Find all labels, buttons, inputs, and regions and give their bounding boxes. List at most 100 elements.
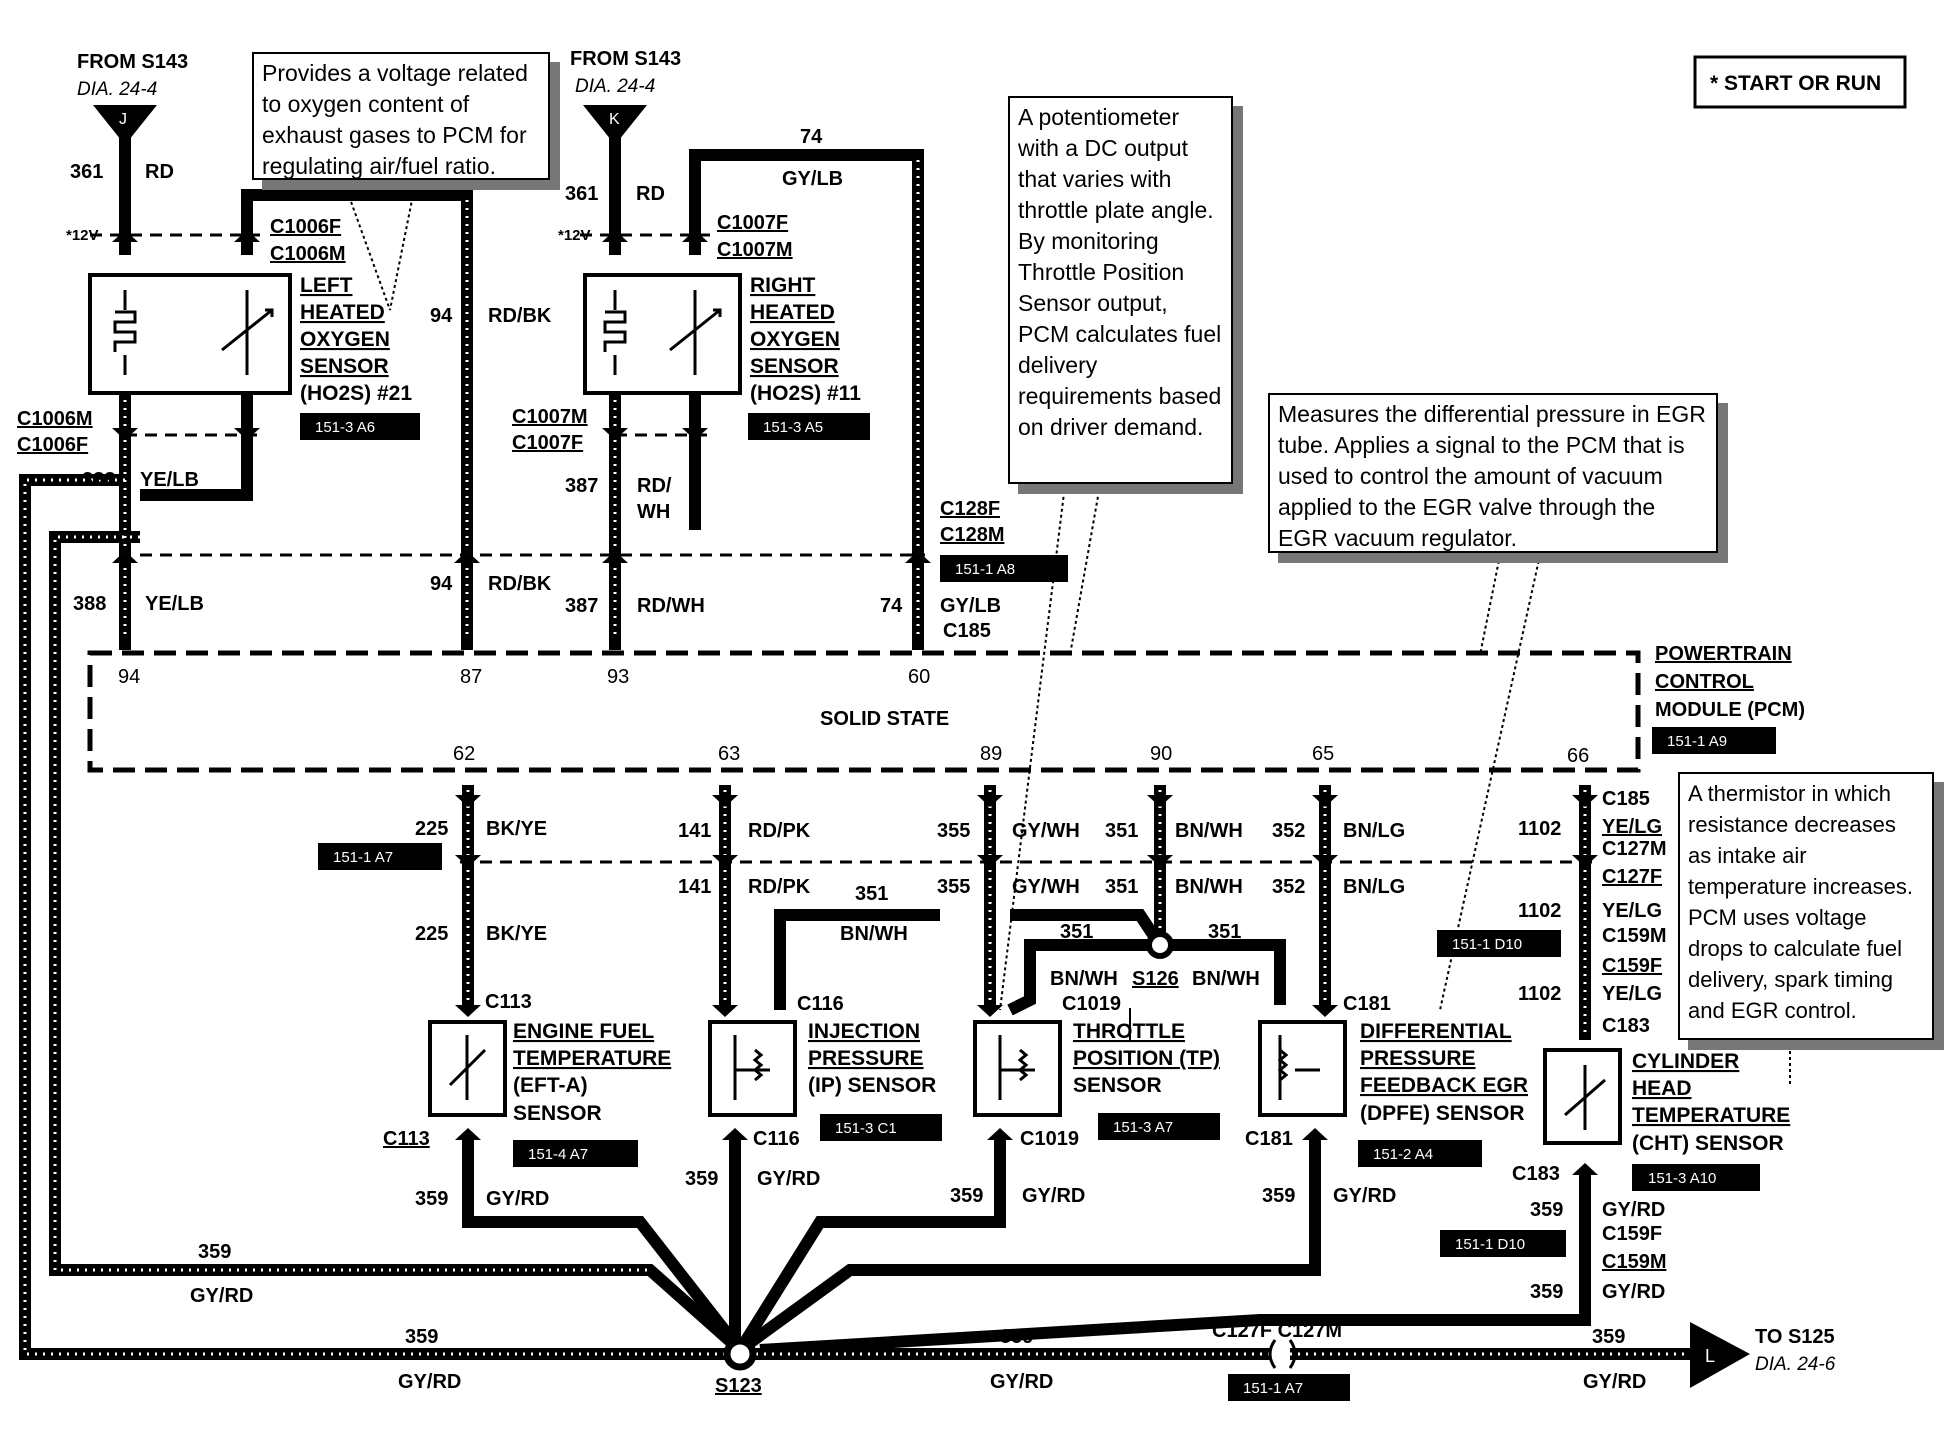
tp-line2: POSITION (TP) [1073, 1047, 1220, 1070]
wl-gyrd-left: GY/RD [190, 1285, 253, 1307]
wl-351-ip: 351 [855, 883, 888, 905]
dest-label: TO S125 [1755, 1326, 1835, 1348]
ref-c113-top: 151-1 A7 [333, 849, 393, 866]
tp-line1: THROTTLE [1073, 1020, 1185, 1043]
wl-141-a: 141 [678, 820, 711, 842]
eft-line3: (EFT-A) [513, 1074, 588, 1097]
conn-c1006m-top: C1006M [270, 243, 346, 265]
wire-label-388-lower: 388 [73, 593, 106, 615]
wl-bkye-a: BK/YE [486, 818, 547, 840]
left-ho2s-line4: SENSOR [300, 355, 389, 378]
label-12v-left: *12V [66, 227, 99, 244]
wire-label-361-r: 361 [565, 183, 598, 205]
wl-c181-a: C181 [1343, 993, 1391, 1015]
left-source-pin: J [119, 111, 127, 128]
wl-c116-a: C116 [797, 993, 844, 1015]
ref-right-ho2s: 151-3 A5 [763, 419, 823, 436]
pcm-pin-94: 94 [118, 666, 140, 688]
connector-dash-lines [90, 233, 1600, 864]
source-j-triangle [93, 105, 157, 145]
wire-label-rd-split2: WH [637, 501, 670, 523]
callout-ho2s: Provides a voltage related to oxygen con… [252, 52, 550, 180]
right-ho2s-line3: OXYGEN [750, 328, 840, 351]
conn-c1007m-top: C1007M [717, 239, 793, 261]
pcm-solid-state: SOLID STATE [820, 708, 949, 730]
wl-s126: S126 [1132, 968, 1179, 990]
right-ho2s-line5: (HO2S) #11 [750, 382, 861, 405]
wl-bnlg-b: BN/LG [1343, 876, 1405, 898]
pcm-pin-65: 65 [1312, 743, 1334, 765]
pcm-pin-93: 93 [607, 666, 629, 688]
wire-hatch-overlay [23, 160, 1700, 1356]
wl-gyrd-cht-b: GY/RD [1602, 1281, 1665, 1303]
wire-359-dpfe [736, 1135, 1321, 1355]
pcm-pin-63: 63 [718, 743, 740, 765]
cht-line1: CYLINDER [1632, 1050, 1739, 1073]
wl-c183-b: C183 [1512, 1163, 1560, 1185]
wl-gyrd-dpfe: GY/RD [1333, 1185, 1396, 1207]
wire-label-rdwh-lower: RD/WH [637, 595, 705, 617]
pcm-pin-62: 62 [453, 743, 475, 765]
label-12v-right: *12V [558, 227, 591, 244]
wl-c113-b: C113 [383, 1128, 430, 1150]
right-ho2s-box [583, 273, 742, 395]
dest-pin: L [1705, 1346, 1715, 1366]
source-connectors [93, 105, 1750, 1388]
wl-351-c: 351 [1060, 921, 1093, 943]
pcm-title-1: POWERTRAIN [1655, 643, 1792, 665]
splice-s126 [1146, 931, 1174, 959]
wl-355-a: 355 [937, 820, 970, 842]
wl-359-cht-b: 359 [1530, 1281, 1563, 1303]
conn-c128m: C128M [940, 524, 1004, 546]
wire-351-dpfe [1160, 939, 1286, 1005]
connector-chevrons [112, 230, 1598, 1175]
ip-line3: (IP) SENSOR [808, 1074, 936, 1097]
ref-tp: 151-3 A7 [1113, 1119, 1173, 1136]
ip-sensor-box [708, 1020, 797, 1117]
callout-cht: A thermistor in which resistance decreas… [1678, 772, 1934, 1040]
wl-s123: S123 [715, 1375, 762, 1397]
wire-label-gylb-top: GY/LB [782, 168, 843, 190]
ref-d10-b: 151-1 D10 [1455, 1236, 1525, 1253]
wl-c116-b: C116 [753, 1128, 800, 1150]
wl-bnwh-tp: BN/WH [1050, 968, 1118, 990]
wire-label-rd-r: RD [636, 183, 665, 205]
wire-359-cht [759, 1170, 1591, 1356]
wl-bnwh-b: BN/WH [1175, 876, 1243, 898]
source-k-triangle [583, 105, 647, 145]
legend-box [1693, 55, 1907, 109]
wl-c113-a: C113 [485, 991, 532, 1013]
wl-225-a: 225 [415, 818, 448, 840]
wire-label-361-l: 361 [70, 161, 103, 183]
ref-dpfe: 151-2 A4 [1373, 1146, 1433, 1163]
wire-label-388-upper: 388 [82, 469, 115, 491]
wl-bnwh-a: BN/WH [1175, 820, 1243, 842]
pcm-pin-90: 90 [1150, 743, 1172, 765]
wl-c159m: C159M [1602, 925, 1666, 947]
wl-c1019-b: C1019 [1020, 1128, 1079, 1150]
wl-yelg-c: YE/LG [1602, 983, 1662, 1005]
wl-bnwh-ip: BN/WH [840, 923, 908, 945]
ref-cht: 151-3 A10 [1648, 1170, 1716, 1187]
wl-c181-b: C181 [1245, 1128, 1293, 1150]
wl-gyrd-tp: GY/RD [1022, 1185, 1085, 1207]
ref-eft: 151-4 A7 [528, 1146, 588, 1163]
callout-leaders [344, 184, 1791, 1085]
cht-line3: TEMPERATURE [1632, 1104, 1790, 1127]
pcm-pin-60: 60 [908, 666, 930, 688]
wl-gyrd-right: GY/RD [1583, 1371, 1646, 1393]
wl-351-d: 351 [1208, 921, 1241, 943]
wire-label-rdbk-upper: RD/BK [488, 305, 552, 327]
wire-label-yelb-lower: YE/LB [145, 593, 204, 615]
dpfe-line2: PRESSURE [1360, 1047, 1476, 1070]
wl-gyrd-cht-a: GY/RD [1602, 1199, 1665, 1221]
wire-label-387-lower: 387 [565, 595, 598, 617]
cht-line2: HEAD [1632, 1077, 1692, 1100]
wire-label-rd-split1: RD/ [637, 475, 672, 497]
wl-gyrd-ip: GY/RD [757, 1168, 820, 1190]
pcm-pin-87: 87 [460, 666, 482, 688]
wl-141-b: 141 [678, 876, 711, 898]
conn-c128f: C128F [940, 498, 1000, 520]
wl-1102-c: 1102 [1518, 983, 1561, 1005]
wire-94 [241, 189, 473, 650]
